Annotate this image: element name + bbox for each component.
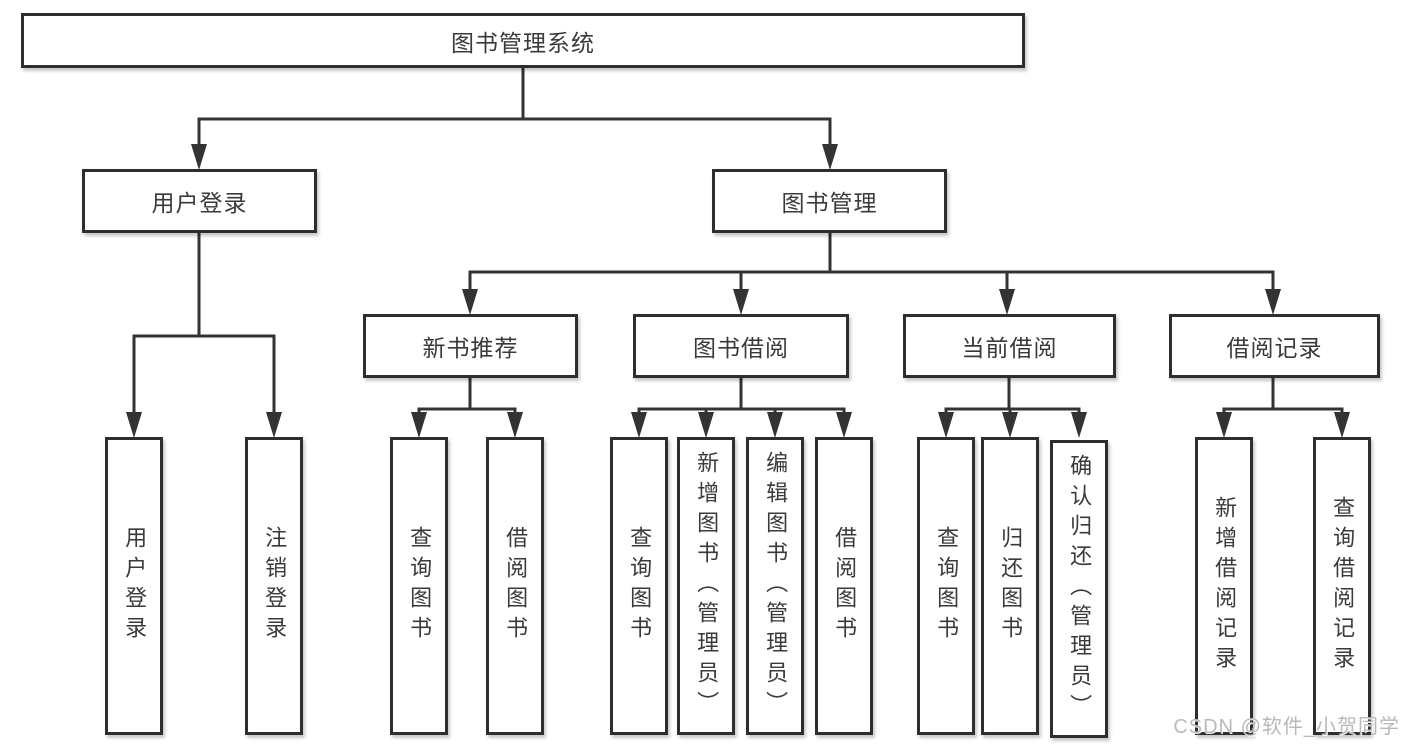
node-book-management: 图书管理 [712, 169, 947, 233]
leaf-add-borrow-record-label: 新增借阅记录 [1212, 496, 1238, 676]
leaf-edit-books-admin: 编辑图书（管理员） [746, 437, 804, 735]
node-user-login-label: 用户登录 [151, 190, 248, 216]
leaf-query-books-current: 查询图书 [917, 437, 975, 735]
leaf-return-books: 归还图书 [981, 437, 1039, 735]
leaf-logout: 注销登录 [245, 437, 303, 735]
node-borrow-records-label: 借阅记录 [1226, 335, 1323, 361]
node-root: 图书管理系统 [21, 13, 1025, 68]
leaf-borrow-books-label: 借阅图书 [832, 526, 858, 646]
leaf-query-borrow-record-label: 查询借阅记录 [1330, 496, 1356, 676]
leaf-query-books-borrow-label: 查询图书 [627, 526, 653, 646]
leaf-add-borrow-record: 新增借阅记录 [1195, 437, 1253, 735]
leaf-user-login: 用户登录 [105, 437, 163, 735]
leaf-borrow-books-recommend-label: 借阅图书 [503, 526, 529, 646]
leaf-query-books-recommend: 查询图书 [390, 437, 448, 735]
node-root-label: 图书管理系统 [451, 29, 595, 56]
leaf-user-login-label: 用户登录 [122, 526, 148, 646]
leaf-query-books-borrow: 查询图书 [610, 437, 668, 735]
node-book-borrow-label: 图书借阅 [693, 335, 789, 361]
csdn-watermark: CSDN @软件_小贺同学 [1173, 716, 1400, 738]
leaf-borrow-books-recommend: 借阅图书 [486, 437, 544, 735]
leaf-return-books-label: 归还图书 [998, 526, 1024, 646]
leaf-confirm-return-admin: 确认归还（管理员） [1050, 440, 1108, 738]
node-current-borrow: 当前借阅 [903, 314, 1116, 378]
leaf-edit-books-admin-label: 编辑图书（管理员） [763, 451, 789, 721]
leaf-add-books-admin: 新增图书（管理员） [677, 437, 735, 735]
leaf-add-books-admin-label: 新增图书（管理员） [694, 451, 720, 721]
node-book-management-label: 图书管理 [781, 190, 878, 216]
node-borrow-records: 借阅记录 [1169, 314, 1380, 378]
leaf-logout-label: 注销登录 [262, 526, 288, 646]
node-new-book-recommend-label: 新书推荐 [422, 335, 519, 361]
node-user-login: 用户登录 [82, 169, 317, 233]
leaf-borrow-books: 借阅图书 [815, 437, 873, 735]
node-book-borrow: 图书借阅 [633, 314, 849, 378]
leaf-query-borrow-record: 查询借阅记录 [1313, 437, 1371, 735]
leaf-confirm-return-admin-label: 确认归还（管理员） [1067, 454, 1093, 724]
leaf-query-books-current-label: 查询图书 [934, 526, 960, 646]
node-current-borrow-label: 当前借阅 [961, 335, 1058, 361]
leaf-query-books-recommend-label: 查询图书 [407, 526, 433, 646]
node-new-book-recommend: 新书推荐 [363, 314, 578, 378]
